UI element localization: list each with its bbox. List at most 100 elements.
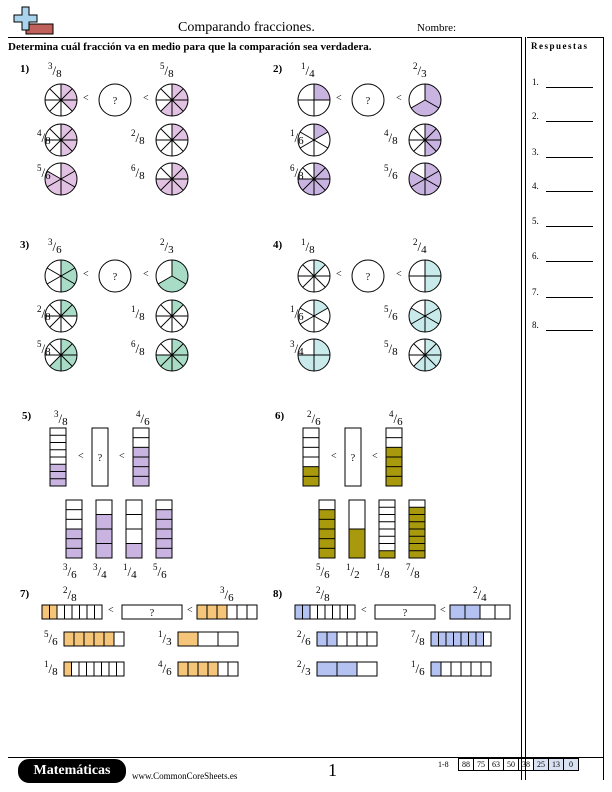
question-mark: ? <box>351 453 356 464</box>
unknown-bar: ? <box>374 604 436 620</box>
option-fraction: 1/6 <box>290 304 304 323</box>
score-cell: 88 <box>458 758 474 771</box>
left-fraction: 3/6 <box>48 237 62 256</box>
answer-column-border-left <box>521 37 522 780</box>
less-than-sign: < <box>372 451 378 462</box>
fraction-circle <box>44 83 78 117</box>
answer-number: 7. <box>532 287 539 297</box>
option-fraction: 5/6 <box>384 304 398 323</box>
answers-title: Respuestas <box>531 41 589 51</box>
answer-number: 2. <box>532 111 539 121</box>
left-fraction: 3/8 <box>54 409 68 428</box>
fraction-vbar <box>49 427 67 487</box>
left-fraction: 1/8 <box>301 237 315 256</box>
fraction-circle <box>297 338 331 372</box>
left-fraction: 3/8 <box>48 61 62 80</box>
answer-blank[interactable] <box>546 226 593 227</box>
question-mark: ? <box>366 272 371 283</box>
score-cell: 0 <box>563 758 579 771</box>
fraction-vbar <box>385 427 403 487</box>
left-fraction: 2/8 <box>316 585 330 604</box>
question-mark: ? <box>98 453 103 464</box>
left-fraction: 2/6 <box>307 409 321 428</box>
score-cell: 13 <box>548 758 564 771</box>
worksheet-title: Comparando fracciones. <box>178 20 315 35</box>
fraction-hbar <box>294 604 356 620</box>
option-fraction: 5/6 <box>44 629 58 648</box>
name-label: Nombre: <box>417 22 457 34</box>
answer-blank[interactable] <box>546 261 593 262</box>
option-fraction: 5/6 <box>37 163 51 182</box>
fraction-circle <box>297 299 331 333</box>
problem-number: 3) <box>20 239 30 251</box>
answer-column-border-inner <box>525 37 526 780</box>
fraction-vbar <box>408 499 426 559</box>
fraction-circle <box>155 123 189 157</box>
problem-number: 7) <box>20 588 30 600</box>
fraction-vbar <box>318 499 336 559</box>
answer-number: 1. <box>532 77 539 87</box>
option-fraction: 5/6 <box>153 562 167 581</box>
question-mark: ? <box>366 96 371 107</box>
answer-blank[interactable] <box>546 330 593 331</box>
fraction-circle <box>408 162 442 196</box>
fraction-vbar <box>132 427 150 487</box>
answer-blank[interactable] <box>546 191 593 192</box>
fraction-vbar <box>65 499 83 559</box>
option-fraction: 4/6 <box>158 659 172 678</box>
fraction-vbar <box>125 499 143 559</box>
option-fraction: 1/2 <box>346 562 360 581</box>
less-than-sign: < <box>143 93 149 104</box>
question-mark: ? <box>113 272 118 283</box>
option-fraction: 1/6 <box>290 128 304 147</box>
option-fraction: 2/3 <box>297 659 311 678</box>
option-fraction: 2/8 <box>131 128 145 147</box>
score-cell: 50 <box>503 758 519 771</box>
option-fraction: 3/4 <box>93 562 107 581</box>
answer-number: 4. <box>532 181 539 191</box>
option-fraction: 1/8 <box>44 659 58 678</box>
option-fraction: 6/8 <box>131 163 145 182</box>
answer-blank[interactable] <box>546 297 593 298</box>
fraction-hbar <box>430 661 492 677</box>
option-fraction: 3/4 <box>290 339 304 358</box>
option-fraction: 1/8 <box>376 562 390 581</box>
fraction-circle <box>155 83 189 117</box>
less-than-sign: < <box>108 605 114 616</box>
brand-badge: Matemáticas <box>18 759 126 783</box>
less-than-sign: < <box>361 605 367 616</box>
fraction-circle <box>408 338 442 372</box>
unknown-bar: ? <box>121 604 183 620</box>
option-fraction: 2/6 <box>297 629 311 648</box>
question-mark: ? <box>403 608 408 619</box>
option-fraction: 5/6 <box>316 562 330 581</box>
fraction-circle <box>297 83 331 117</box>
less-than-sign: < <box>396 269 402 280</box>
fraction-circle <box>408 299 442 333</box>
instructions: Determina cuál fracción va en medio para… <box>8 41 372 53</box>
answer-number: 3. <box>532 147 539 157</box>
score-cell: 25 <box>533 758 549 771</box>
score-cell: 38 <box>518 758 534 771</box>
fraction-circle <box>297 259 331 293</box>
option-fraction: 4/8 <box>384 128 398 147</box>
answer-column-top-rule <box>527 37 603 38</box>
answer-number: 8. <box>532 320 539 330</box>
fraction-hbar <box>196 604 258 620</box>
option-fraction: 1/4 <box>123 562 137 581</box>
question-mark: ? <box>113 96 118 107</box>
less-than-sign: < <box>336 269 342 280</box>
option-fraction: 5/8 <box>384 339 398 358</box>
page-number: 1 <box>328 760 337 780</box>
answer-blank[interactable] <box>546 157 593 158</box>
option-fraction: 7/8 <box>406 562 420 581</box>
answer-blank[interactable] <box>546 121 593 122</box>
left-fraction: 2/8 <box>63 585 77 604</box>
fraction-vbar <box>155 499 173 559</box>
answer-blank[interactable] <box>546 87 593 88</box>
right-fraction: 5/8 <box>160 61 174 80</box>
problem-number: 8) <box>273 588 283 600</box>
fraction-circle <box>408 259 442 293</box>
option-fraction: 1/6 <box>411 659 425 678</box>
less-than-sign: < <box>83 269 89 280</box>
